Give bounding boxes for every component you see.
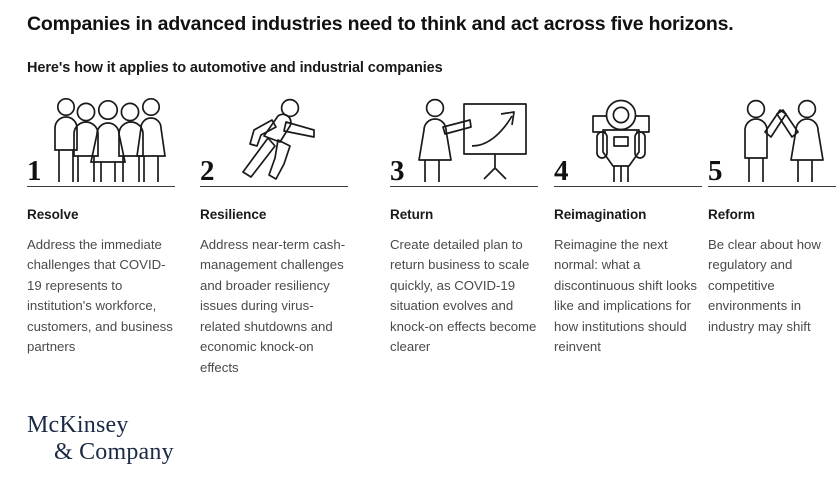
icon-container-5: 5 — [708, 90, 836, 187]
column-divider-1 — [27, 186, 175, 187]
horizon-number-4: 4 — [554, 155, 569, 187]
icon-container-3: 3 — [390, 90, 538, 187]
horizon-column-5: 5 Reform Be clear about how regulatory a… — [708, 90, 836, 337]
running-person-icon — [228, 96, 328, 184]
icon-container-4: 4 — [554, 90, 702, 187]
presenter-with-growth-chart-icon — [412, 96, 530, 184]
horizon-number-3: 3 — [390, 155, 405, 187]
horizon-number-1: 1 — [27, 155, 42, 187]
horizon-column-3: 3 Return Create detailed plan to return … — [390, 90, 538, 358]
column-divider-4 — [554, 186, 702, 187]
two-people-handshake-icon — [732, 96, 832, 184]
horizon-column-4: 4 Reimagination Reimagine the next norma… — [554, 90, 702, 358]
group-of-people-icon — [49, 96, 169, 184]
column-divider-2 — [200, 186, 348, 187]
column-divider-3 — [390, 186, 538, 187]
horizon-body-2: Address near-term cash-management challe… — [200, 237, 346, 375]
icon-container-2: 2 — [200, 90, 348, 187]
horizon-number-2: 2 — [200, 155, 215, 187]
horizon-body-4: Reimagine the next normal: what a discon… — [554, 237, 697, 355]
horizon-number-5: 5 — [708, 155, 723, 187]
page-title: Companies in advanced industries need to… — [27, 13, 734, 35]
horizon-body-1: Address the immediate challenges that CO… — [27, 237, 173, 355]
horizon-heading-2: Resilience — [200, 207, 267, 222]
column-divider-5 — [708, 186, 836, 187]
horizon-column-2: 2 Resilience Address near-term cash-mana… — [200, 90, 348, 378]
page-subtitle: Here's how it applies to automotive and … — [27, 60, 443, 76]
horizon-heading-4: Reimagination — [554, 207, 647, 222]
mckinsey-logo: McKinsey & Company — [27, 412, 174, 466]
horizon-body-5: Be clear about how regulatory and compet… — [708, 237, 821, 334]
horizons-columns: 1 Resolve Address the immediate challeng… — [27, 90, 836, 400]
horizon-heading-1: Resolve — [27, 207, 79, 222]
horizon-body-3: Create detailed plan to return business … — [390, 237, 537, 355]
icon-container-1: 1 — [27, 90, 175, 187]
horizon-heading-5: Reform — [708, 207, 755, 222]
horizon-column-1: 1 Resolve Address the immediate challeng… — [27, 90, 175, 358]
logo-line-2: & Company — [54, 438, 174, 465]
logo-line-1: McKinsey — [27, 412, 129, 438]
robot-icon — [582, 96, 660, 184]
horizon-heading-3: Return — [390, 207, 434, 222]
